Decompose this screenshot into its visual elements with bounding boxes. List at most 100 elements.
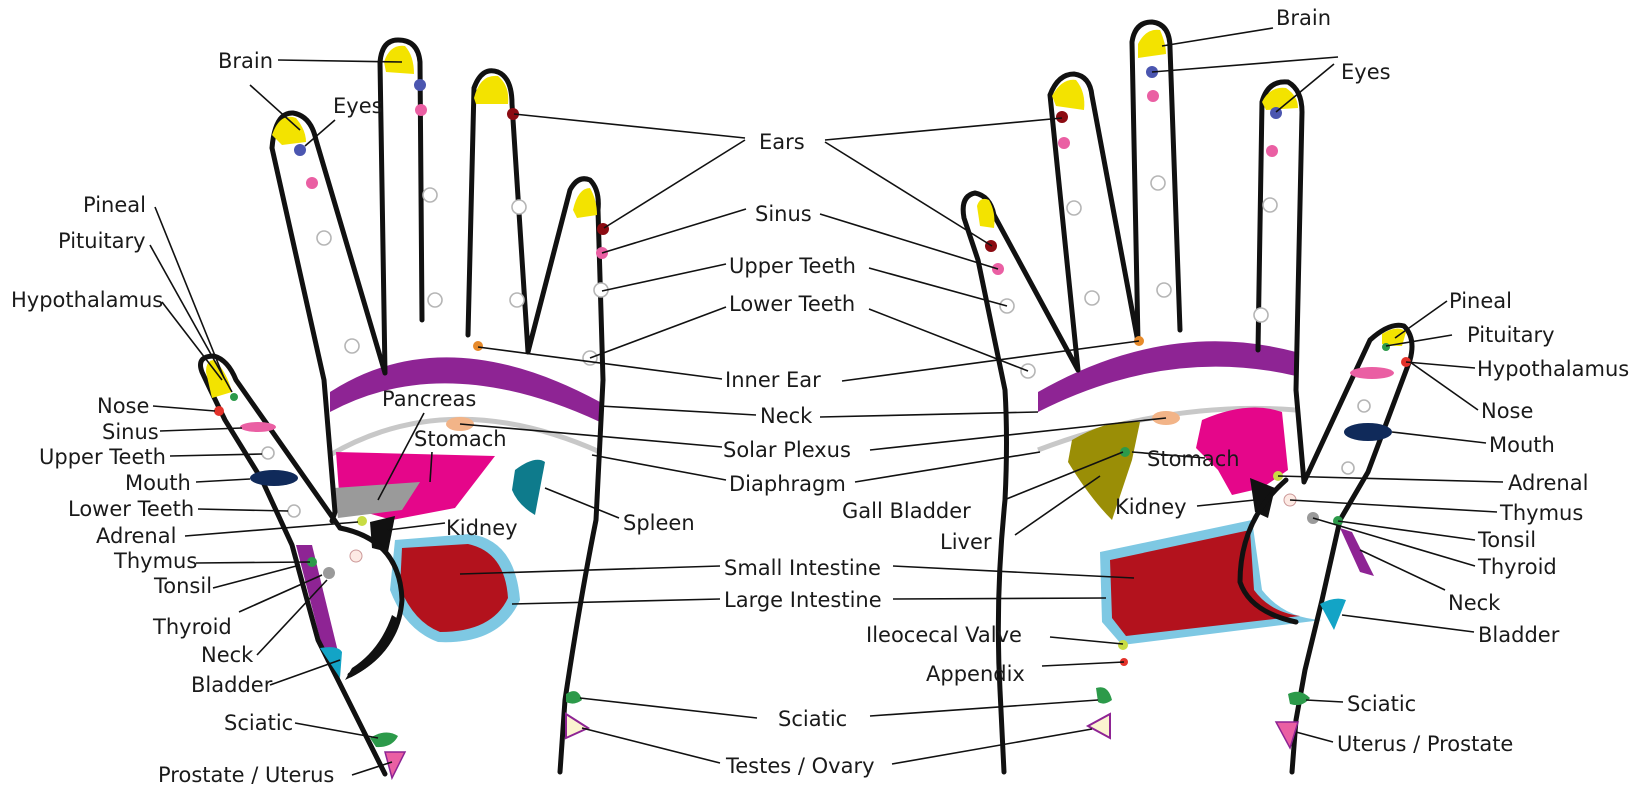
left-bladder-label: Bladder <box>191 673 273 697</box>
left-upper-teeth-label: Upper Teeth <box>39 445 166 469</box>
diaphragm-label: Diaphragm <box>729 472 846 496</box>
neck-label: Neck <box>760 404 813 428</box>
right-ring-sinus-point <box>1147 90 1159 102</box>
left-lower-teeth-thumb-point <box>288 505 300 517</box>
small-intestine-label: Small Intestine <box>724 556 881 580</box>
left-thyroid-point <box>323 567 335 579</box>
sciatic-label: Sciatic <box>778 707 847 731</box>
right-eyes-label: Eyes <box>1341 60 1391 84</box>
left-pineal-label: Pineal <box>83 193 146 217</box>
left-kidney-label: Kidney <box>446 516 518 540</box>
upper-teeth-label: Upper Teeth <box>729 254 856 278</box>
right-thumb-point <box>1342 462 1354 474</box>
right-ileocecal-valve-label: Ileocecal Valve <box>866 623 1022 647</box>
right-labels: Brain Eyes Pineal Pituitary Hypothalamus… <box>842 6 1629 756</box>
left-pancreas-label: Pancreas <box>382 387 476 411</box>
right-sinus-thumb-point <box>1350 367 1394 379</box>
right-thyroid-label: Thyroid <box>1477 555 1557 579</box>
left-finger-point <box>423 188 437 202</box>
right-thymus-label: Thymus <box>1499 501 1583 525</box>
left-sinus-label: Sinus <box>102 420 159 444</box>
left-finger-point <box>345 339 359 353</box>
left-thumb-base-black <box>345 615 400 680</box>
left-eyes-point <box>294 144 306 156</box>
right-stomach-label: Stomach <box>1147 447 1240 471</box>
right-bladder-label: Bladder <box>1478 623 1560 647</box>
left-thyroid-label: Thyroid <box>152 615 232 639</box>
left-lower-teeth-label: Lower Teeth <box>68 497 194 521</box>
left-nose-label: Nose <box>97 394 149 418</box>
right-finger-point <box>1085 291 1099 305</box>
right-mouth-label: Mouth <box>1489 433 1555 457</box>
left-sciatic-point <box>370 732 398 747</box>
left-brain-label: Brain <box>218 49 273 73</box>
right-ring-tip <box>1138 30 1166 58</box>
left-prostate-point <box>385 752 405 778</box>
right-pituitary-label: Pituitary <box>1467 323 1555 347</box>
left-thymus-label: Thymus <box>113 549 197 573</box>
solar-plexus-label: Solar Plexus <box>723 438 851 462</box>
right-finger-point <box>1254 308 1268 322</box>
left-stomach-label: Stomach <box>414 427 507 451</box>
left-finger-point <box>510 293 524 307</box>
left-spleen-zone <box>512 460 545 515</box>
left-finger-point <box>512 200 526 214</box>
left-prostate-uterus-label: Prostate / Uterus <box>158 763 334 787</box>
left-nose-point <box>214 406 224 416</box>
center-labels: Ears Sinus Upper Teeth Lower Teeth Inner… <box>723 130 882 778</box>
right-sciatic-wrist-point <box>1096 687 1112 703</box>
right-finger-point <box>1157 283 1171 297</box>
left-sciatic-label: Sciatic <box>224 711 293 735</box>
left-mouth-point <box>250 470 298 486</box>
left-finger-point <box>317 231 331 245</box>
left-sciatic-wrist-point <box>566 691 582 704</box>
sinus-label: Sinus <box>755 202 812 226</box>
right-tonsil-label: Tonsil <box>1477 528 1536 552</box>
right-ovary-point <box>1088 714 1110 738</box>
right-hand <box>963 22 1412 772</box>
left-middle-tip <box>384 46 414 74</box>
right-neck-label: Neck <box>1448 591 1501 615</box>
left-adrenal-label: Adrenal <box>96 524 176 548</box>
right-hand-outline <box>963 22 1412 772</box>
left-middle-eyes-point <box>414 79 426 91</box>
right-finger-point <box>1151 176 1165 190</box>
right-finger-point <box>1067 201 1081 215</box>
left-pinky-tip <box>573 188 597 218</box>
right-liver-label: Liver <box>940 530 992 554</box>
right-ileocecal-point <box>1118 640 1128 650</box>
left-tonsil-label: Tonsil <box>153 574 212 598</box>
left-middle-sinus-point <box>415 104 427 116</box>
testes-ovary-label: Testes / Ovary <box>725 754 875 778</box>
right-appendix-label: Appendix <box>926 662 1025 686</box>
right-brain-label: Brain <box>1276 6 1331 30</box>
left-upper-teeth-thumb-point <box>262 447 274 459</box>
ears-label: Ears <box>759 130 805 154</box>
right-uterus-prostate-label: Uterus / Prostate <box>1337 732 1513 756</box>
lower-teeth-label: Lower Teeth <box>729 292 855 316</box>
left-inner-ear-point <box>473 341 483 351</box>
right-pinky-sinus-point <box>1266 145 1278 157</box>
left-spleen-label: Spleen <box>623 511 695 535</box>
right-finger-point <box>1263 198 1277 212</box>
large-intestine-label: Large Intestine <box>724 588 882 612</box>
right-middle-ears-point <box>1056 111 1068 123</box>
right-pineal-label: Pineal <box>1449 289 1512 313</box>
left-pinky-ears-point <box>597 223 609 235</box>
left-mouth-label: Mouth <box>125 471 191 495</box>
left-ovary-point <box>566 714 588 738</box>
right-sciatic-point <box>1288 692 1310 705</box>
left-finger-point <box>428 293 442 307</box>
left-sinus-thumb-point <box>240 422 276 432</box>
right-hypothalamus-label: Hypothalamus <box>1477 357 1629 381</box>
right-middle-sinus-point <box>1058 137 1070 149</box>
right-nose-label: Nose <box>1481 399 1533 423</box>
right-thumb-point <box>1358 400 1370 412</box>
left-adrenal-point <box>357 516 367 526</box>
right-gall-bladder-label: Gall Bladder <box>842 499 971 523</box>
left-sinus-point <box>306 177 318 189</box>
left-pituitary-point <box>230 393 238 401</box>
right-kidney-label: Kidney <box>1115 495 1187 519</box>
left-hypothalamus-label: Hypothalamus <box>11 288 163 312</box>
